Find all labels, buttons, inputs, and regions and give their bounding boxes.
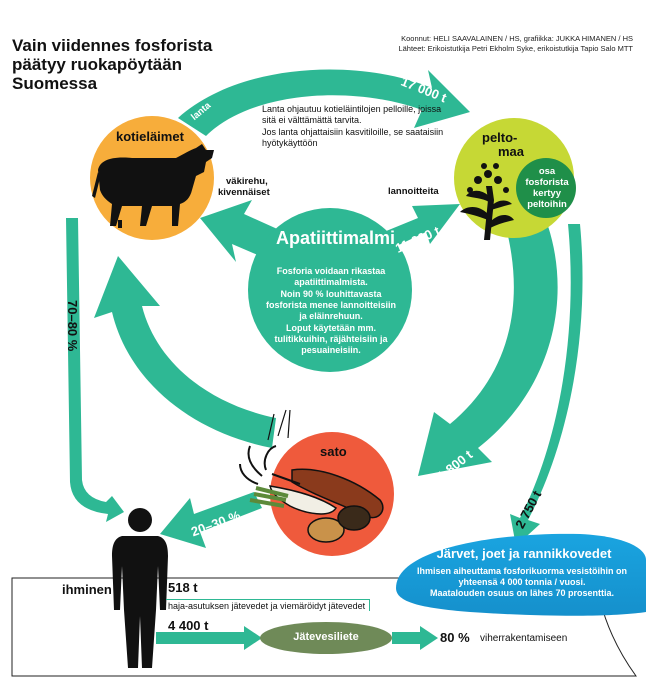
lakes-body-2: Maatalouden osuus on lähes 70 prosenttia… [429, 588, 615, 598]
arrow-field-crop [418, 226, 558, 476]
sludge-use: viherrakentamiseen [480, 633, 568, 644]
sludge-label: Jätevesiliete [293, 631, 359, 643]
credit-line-2: Lähteet: Erikoistutkija Petri Ekholm Syk… [398, 44, 633, 53]
arrow-field-lakes [510, 224, 583, 546]
human-amount: 518 t [168, 580, 198, 595]
arrow-fertilizer [374, 204, 460, 252]
arrow-from-sludge [392, 626, 438, 650]
field-note-circle [516, 158, 576, 218]
apatite-body-1: Fosforia voidaan rikastaa apatiittimalmi… [276, 266, 386, 287]
apatite-title: Apatiittimalmi [276, 228, 396, 248]
apatite-body-3: Loput käytetään mm. tulitikkuihin, räjäh… [274, 323, 388, 355]
manure-note-2: Jos lanta ohjattaisiin kasvitiloille, se… [262, 127, 444, 148]
feed-label-1: väkirehu, [226, 176, 268, 187]
arrow-fodder [94, 256, 276, 448]
apatite-body-2: Noin 90 % louhittavasta fosforista menee… [265, 289, 397, 321]
fertilizer-label: lannoitteita [388, 186, 439, 197]
plant-icon [460, 163, 514, 240]
livestock-label: kotieläimet [116, 129, 184, 144]
lakes-title: Järvet, joet ja rannikkovedet [436, 546, 612, 561]
lakes-body-1: Ihmisen aiheuttama fosforikuorma vesistö… [416, 566, 628, 587]
cow-icon [92, 144, 214, 228]
sludge-amount: 4 400 t [168, 618, 209, 633]
arrow-crop-human [160, 492, 262, 548]
wastewater-label: haja-asutuksen jätevedet ja viemäröidyt … [166, 599, 371, 611]
arrow-livestock-human [66, 218, 124, 522]
manure-note-1: Lanta ohjautuu kotieläintilojen pelloill… [262, 104, 442, 125]
field-label-1: pelto- [482, 130, 518, 145]
vegetables-icon [239, 409, 384, 543]
field-label-2: maa [498, 144, 525, 159]
crop-label: sato [320, 444, 347, 459]
arrow-to-sludge [156, 626, 262, 650]
livestock-human-percent: 70–80 % [65, 300, 80, 352]
human-icon [112, 508, 168, 668]
credit-line-1: Koonnut: HELI SAAVALAINEN / HS, grafiikk… [401, 34, 633, 43]
sludge-ellipse [260, 622, 392, 654]
arrow-manure [178, 69, 470, 136]
lakes-shape [396, 533, 646, 616]
lakes-body: Ihmisen aiheuttama fosforikuorma vesistö… [404, 566, 640, 599]
feed-label-2: kivennäiset [218, 187, 270, 198]
apatite-circle [248, 208, 412, 372]
page-title: Vain viidennes fosforista päätyy ruokapö… [12, 36, 213, 93]
sludge-percent: 80 % [440, 630, 470, 645]
apatite-body: Fosforia voidaan rikastaa apatiittimalmi… [262, 266, 400, 357]
field-note: osa fosforista kertyy peltoihin [525, 166, 569, 210]
human-label: ihminen [62, 582, 112, 597]
manure-note: Lanta ohjautuu kotieläintilojen pelloill… [262, 104, 452, 150]
